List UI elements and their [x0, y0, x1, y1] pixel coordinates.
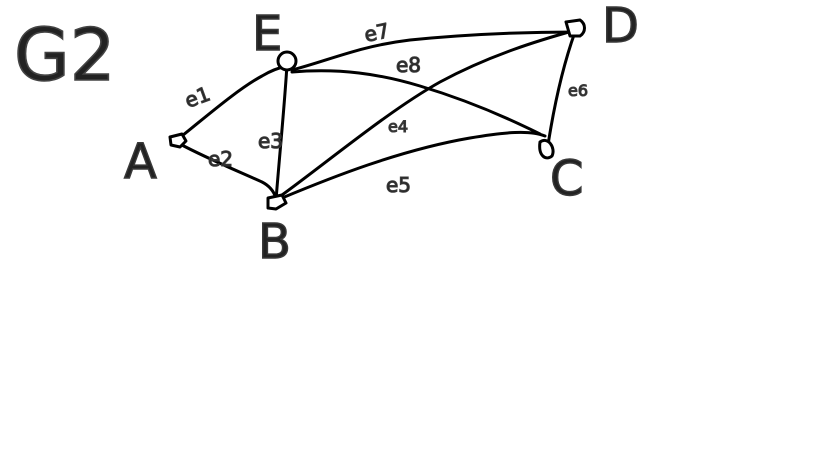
node-A	[168, 132, 188, 149]
edge-label-e2: e2	[208, 147, 233, 171]
edge-e7	[290, 30, 578, 72]
edge-label-e4: e4	[388, 117, 408, 136]
diagram-title: G2	[14, 13, 116, 97]
node-E	[276, 50, 298, 72]
edge-e5	[280, 130, 547, 200]
edge-e3	[274, 62, 289, 202]
node-D	[564, 18, 586, 38]
edge-label-e3: e3	[258, 129, 283, 153]
edge-label-e6: e6	[568, 81, 588, 100]
edge-label-e8: e8	[396, 53, 421, 77]
node-label-E: E	[252, 6, 282, 62]
node-label-D: D	[602, 0, 639, 54]
edge-e6	[546, 30, 577, 147]
edge-e2	[178, 142, 278, 200]
node-C	[538, 139, 555, 160]
edge-e8	[290, 69, 542, 136]
node-label-C: C	[550, 151, 584, 207]
edge-label-e1: e1	[182, 82, 214, 113]
edge-e4	[280, 28, 578, 197]
node-B	[266, 193, 288, 211]
edge-label-e5: e5	[386, 173, 411, 197]
edge-label-e7: e7	[362, 18, 391, 47]
node-label-A: A	[124, 134, 157, 190]
node-label-B: B	[258, 214, 291, 270]
